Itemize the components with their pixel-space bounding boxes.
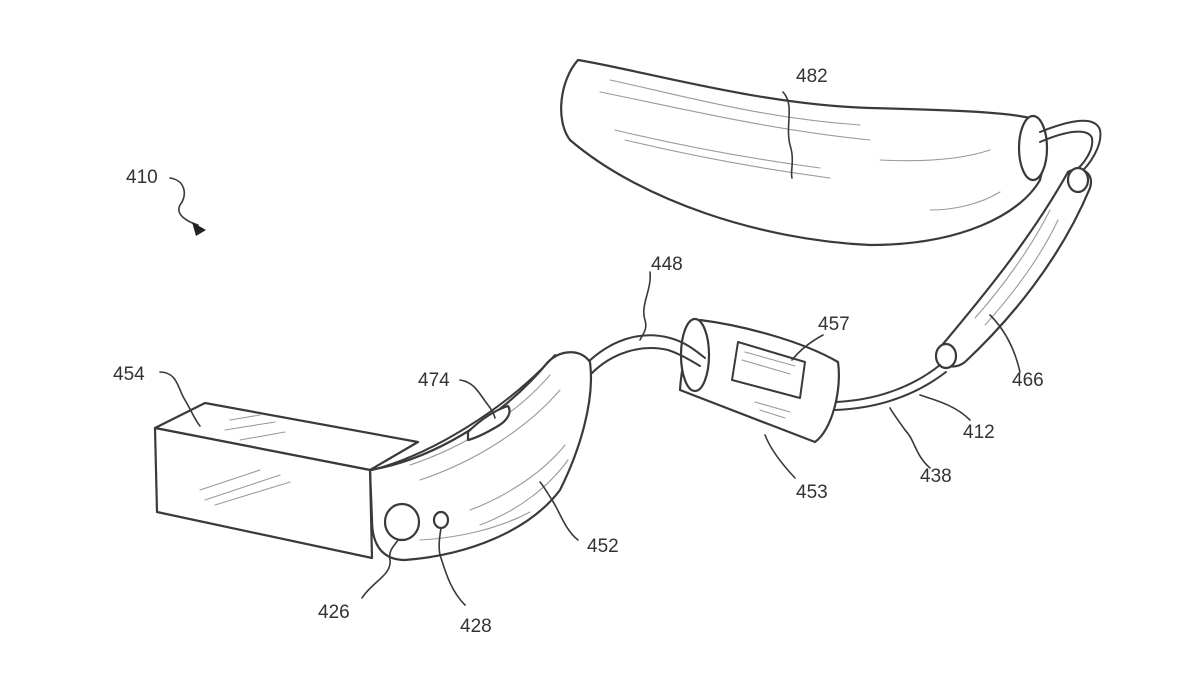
label-438: 438 [920,466,952,487]
label-448: 448 [651,254,683,275]
housing-part [368,351,593,562]
earpiece-part [934,166,1093,370]
label-412: 412 [963,422,995,443]
arrowhead-icon [192,222,206,236]
label-474: 474 [418,370,450,391]
label-426: 426 [318,602,350,623]
display-block-part [153,401,420,560]
label-457: 457 [818,314,850,335]
nose-bridge-part [560,58,1049,247]
pod-part [678,317,840,444]
label-466: 466 [1012,370,1044,391]
label-453: 453 [796,482,828,503]
label-454: 454 [113,364,145,385]
frame-band [834,364,941,403]
small-button-shape [432,510,450,530]
label-428: 428 [460,616,492,637]
frame-band-inner [834,371,947,411]
bridge-wire-inner [1039,130,1094,173]
large-button-shape [383,502,421,542]
label-452: 452 [587,536,619,557]
joint-cable [584,334,706,366]
label-482: 482 [796,66,828,87]
joint-cable-inner [589,347,701,376]
label-410: 410 [126,167,158,188]
bridge-wire [1039,119,1102,176]
